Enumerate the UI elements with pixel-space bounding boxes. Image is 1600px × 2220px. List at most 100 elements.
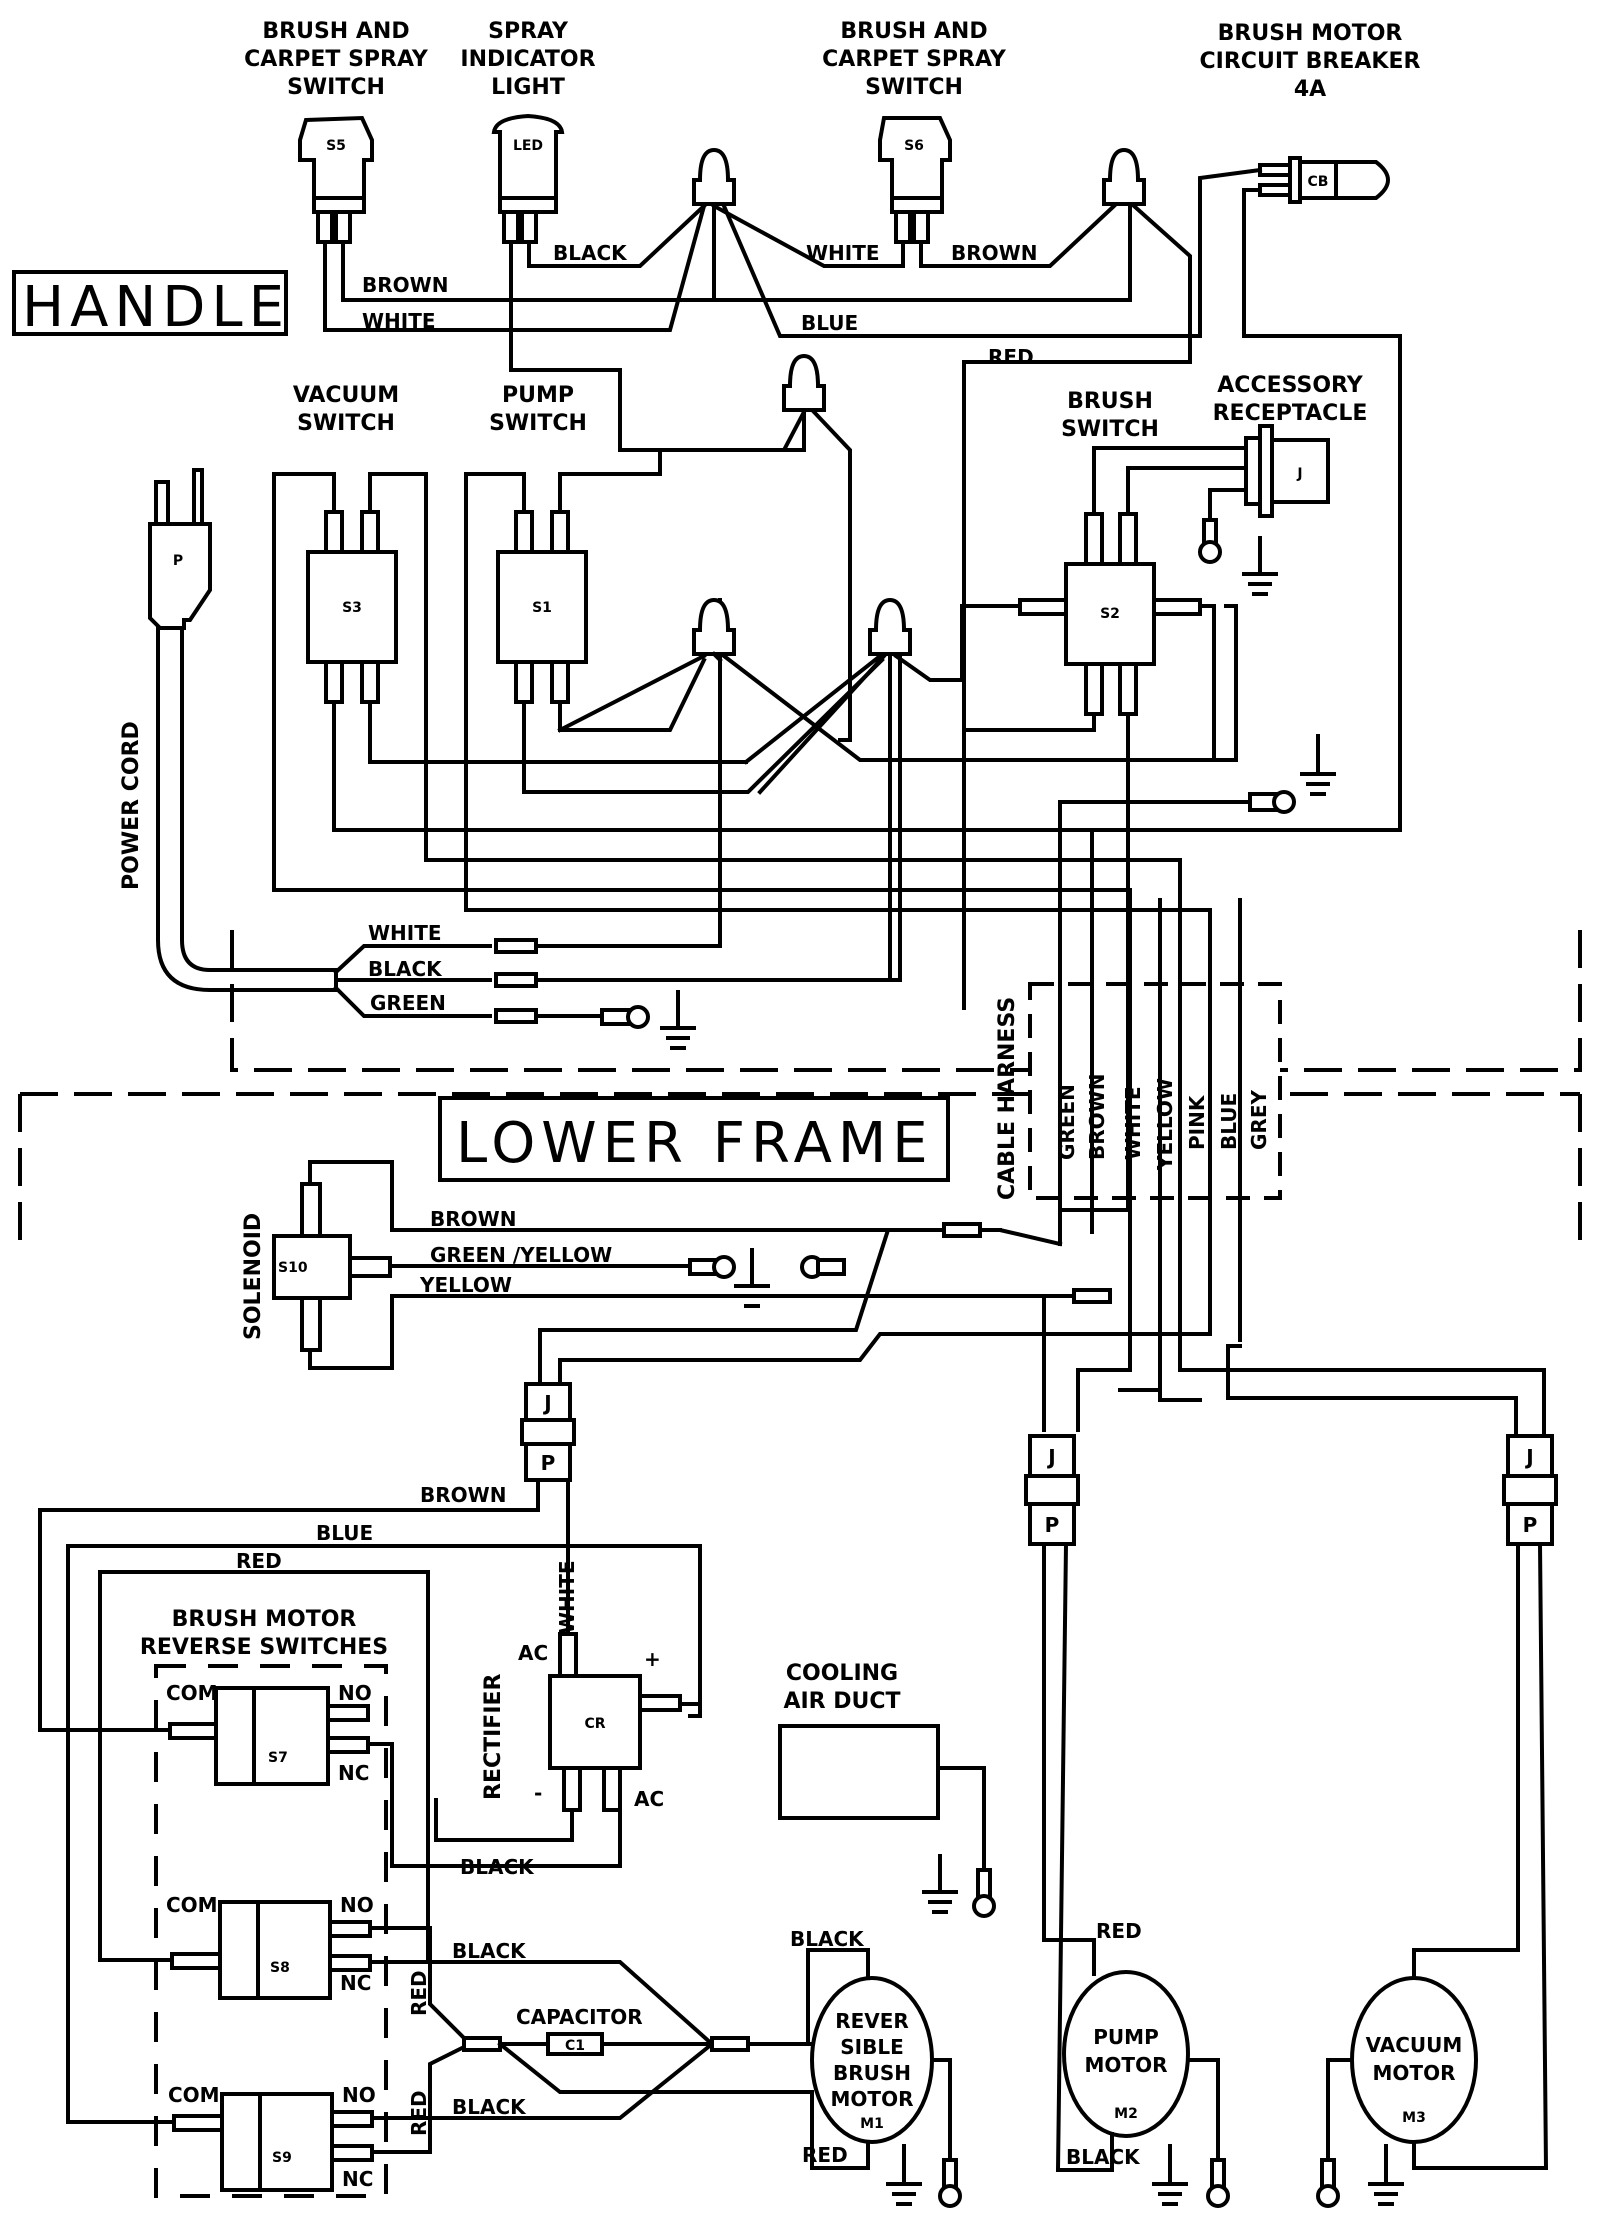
switch-s2-brush: S2 (962, 446, 1248, 1212)
svg-text:NO: NO (340, 1893, 374, 1917)
svg-text:VACUUM: VACUUM (293, 383, 399, 408)
svg-text:BRUSH MOTOR: BRUSH MOTOR (1218, 21, 1403, 46)
svg-text:MOTOR: MOTOR (1373, 2061, 1456, 2085)
svg-text:COM: COM (168, 2083, 220, 2107)
svg-text:J: J (1524, 1445, 1533, 1469)
svg-text:REVERSE SWITCHES: REVERSE SWITCHES (140, 1635, 388, 1660)
svg-text:BLUE: BLUE (1217, 1093, 1241, 1150)
spray-indicator-led: LED (491, 113, 565, 244)
power-cord (156, 626, 492, 1018)
svg-text:SWITCH: SWITCH (1061, 417, 1159, 442)
wire-nut-1 (692, 147, 736, 206)
svg-text:GREEN: GREEN (370, 991, 446, 1015)
svg-text:NO: NO (338, 1681, 372, 1705)
ground-symbol-receptacle (1242, 536, 1278, 596)
ground-symbol-m1 (886, 2144, 922, 2206)
svg-text:RECEPTACLE: RECEPTACLE (1213, 401, 1368, 426)
svg-text:AC: AC (518, 1641, 548, 1665)
lower-wires (38, 1478, 702, 2124)
cord-wire-labels: WHITE BLACK GREEN (368, 921, 446, 1015)
reverse-switches-boundary (154, 1664, 388, 2198)
svg-text:NO: NO (342, 2083, 376, 2107)
svg-text:CABLE HARNESS: CABLE HARNESS (995, 997, 1020, 1200)
svg-text:4A: 4A (1294, 77, 1326, 102)
svg-text:SWITCH: SWITCH (287, 75, 385, 100)
svg-text:NC: NC (340, 1971, 371, 1995)
svg-text:BROWN: BROWN (951, 241, 1037, 265)
cord-connectors (494, 598, 902, 1029)
connector-jp-vacuum: J P (1178, 1344, 1558, 1546)
power-plug: P (148, 468, 212, 630)
svg-text:S6: S6 (904, 138, 924, 154)
svg-text:GREY: GREY (1247, 1090, 1271, 1150)
cable-harness-wire-labels: GREEN BROWN WHITE YELLOW PINK BLUE GREY (1055, 1074, 1271, 1171)
svg-text:S7: S7 (268, 1750, 288, 1766)
s3-title: VACUUM SWITCH (293, 383, 399, 436)
svg-text:S3: S3 (342, 600, 362, 616)
svg-text:ACCESSORY: ACCESSORY (1217, 373, 1363, 398)
handle-label-box: HANDLE (12, 270, 288, 340)
svg-text:PUMP: PUMP (502, 383, 574, 408)
connector-jp-pump: J P (1024, 1434, 1080, 1546)
receptacle-title: ACCESSORY RECEPTACLE (1213, 373, 1368, 426)
svg-text:BRUSH MOTOR: BRUSH MOTOR (172, 1607, 357, 1632)
solenoid-label: SOLENOID (241, 1213, 266, 1340)
svg-text:BRUSH AND: BRUSH AND (840, 19, 987, 44)
svg-text:MOTOR: MOTOR (831, 2087, 914, 2111)
accessory-receptacle: J (1198, 424, 1330, 564)
svg-text:M1: M1 (860, 2116, 884, 2132)
svg-text:WHITE: WHITE (806, 241, 880, 265)
svg-text:S1: S1 (532, 600, 552, 616)
switch-s7: S7 COM NO NC (166, 1681, 622, 1868)
cb-title: BRUSH MOTOR CIRCUIT BREAKER 4A (1200, 21, 1421, 102)
pump-motor-m2: PUMP MOTOR M2 RED BLACK (1042, 1541, 1230, 2208)
vacuum-motor-m3: VACUUM MOTOR M3 (1316, 1541, 1549, 2208)
svg-text:BLACK: BLACK (1066, 2145, 1141, 2169)
svg-text:P: P (1523, 1513, 1538, 1537)
brush-motor-m1: REVER SIBLE BRUSH MOTOR M1 BLACK RED (790, 1927, 962, 2208)
lower-wire-labels: BROWN BLUE RED WHITE (236, 1483, 579, 1634)
svg-text:RED: RED (407, 2090, 431, 2136)
svg-text:S10: S10 (278, 1260, 308, 1276)
svg-text:RED: RED (802, 2143, 848, 2167)
lower-frame-label-box: LOWER FRAME (438, 1096, 950, 1182)
svg-text:P: P (173, 553, 183, 569)
capacitor-labels: CAPACITOR BLACK BLACK RED RED (407, 1939, 643, 2136)
svg-text:BLACK: BLACK (553, 241, 628, 265)
svg-text:J: J (1296, 466, 1302, 482)
wire-nut-5 (743, 597, 1020, 982)
svg-text:CARPET SPRAY: CARPET SPRAY (244, 47, 429, 72)
ground-symbol-duct (922, 1854, 958, 1914)
wire-nut-2 (1102, 147, 1146, 206)
svg-text:S9: S9 (272, 2150, 292, 2166)
s5-title: BRUSH AND CARPET SPRAY SWITCH (244, 19, 429, 100)
s6-title: BRUSH AND CARPET SPRAY SWITCH (822, 19, 1007, 100)
svg-text:CB: CB (1308, 174, 1329, 190)
svg-text:BRUSH AND: BRUSH AND (262, 19, 409, 44)
switch-s6: S6 (878, 116, 952, 244)
svg-text:SWITCH: SWITCH (297, 411, 395, 436)
lower-frame-label: LOWER FRAME (456, 1111, 934, 1176)
connector-jp-center: J P (520, 1332, 1212, 1482)
svg-text:SWITCH: SWITCH (489, 411, 587, 436)
svg-text:COOLING: COOLING (786, 1661, 898, 1686)
svg-text:-: - (534, 1781, 542, 1805)
circuit-breaker-cb: CB (1258, 156, 1390, 204)
svg-text:WHITE: WHITE (555, 1560, 579, 1634)
svg-text:CR: CR (584, 1716, 605, 1732)
svg-text:INDICATOR: INDICATOR (460, 47, 595, 72)
svg-text:+: + (644, 1647, 661, 1671)
svg-text:M3: M3 (1402, 2110, 1426, 2126)
svg-text:REVER: REVER (835, 2009, 909, 2033)
power-cord-label: POWER CORD (119, 721, 144, 890)
svg-text:M2: M2 (1114, 2106, 1138, 2122)
wire-nut-3 (782, 353, 826, 412)
cooling-air-duct: COOLING AIR DUCT (778, 1661, 996, 1918)
svg-text:PINK: PINK (1185, 1094, 1209, 1150)
handle-boundary (18, 930, 1582, 1240)
svg-text:BLACK: BLACK (452, 1939, 527, 1963)
svg-text:CAPACITOR: CAPACITOR (516, 2005, 643, 2029)
svg-text:YELLOW: YELLOW (419, 1273, 512, 1297)
svg-text:J: J (542, 1391, 551, 1415)
